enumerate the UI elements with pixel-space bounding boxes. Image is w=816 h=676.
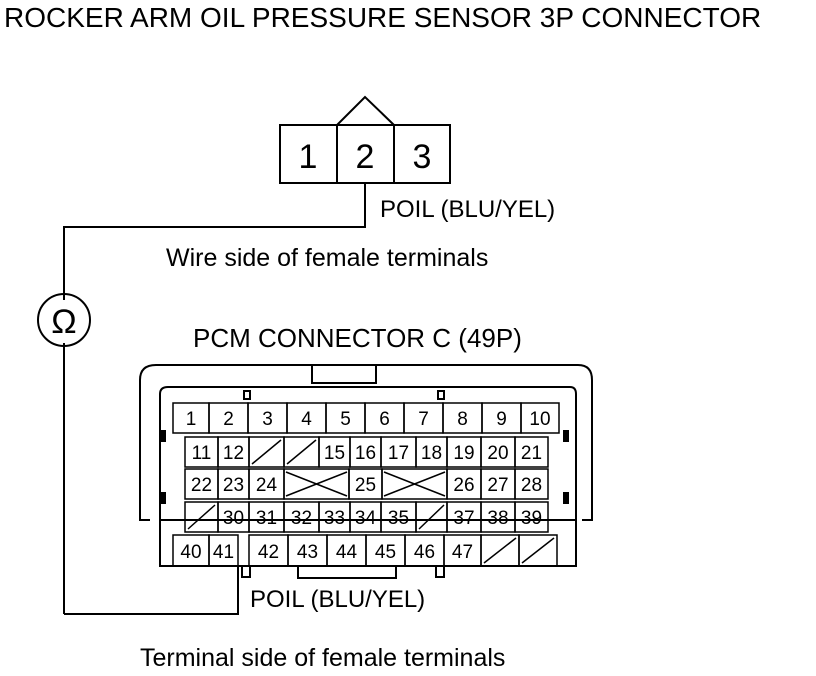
pcm-pin-9: 9 [496,409,507,430]
pcm-cavity [520,402,560,434]
pcm-pin-35: 35 [388,508,409,529]
pcm-pin-37: 37 [453,508,474,529]
pcm-connector-title: PCM CONNECTOR C (49P) [193,323,522,353]
pcm-pin-1: 1 [186,409,197,430]
pcm-pin-45: 45 [375,542,396,563]
pcm-pin-42: 42 [258,542,279,563]
pcm-pin-32: 32 [291,508,312,529]
pcm-pin-39: 39 [521,508,542,529]
pcm-pin-17: 17 [388,443,409,464]
pcm-pin-11: 11 [192,443,212,464]
blank-cavity-mark [285,471,348,497]
pcm-cavity [208,534,239,567]
pcm-pin-20: 20 [487,443,508,464]
pcm-pin-6: 6 [379,409,390,430]
pcm-pin-46: 46 [414,542,435,563]
pcm-pin-24: 24 [256,475,278,496]
sensor-pin-1: 1 [299,138,318,176]
pcm-cavity [514,468,549,500]
pcm-pin-28: 28 [521,475,542,496]
pcm-pin-5: 5 [340,409,351,430]
pcm-pin-7: 7 [418,409,429,430]
unused-cavity-mark [418,504,445,530]
pcm-pin-40: 40 [180,542,201,563]
ohm-symbol: Ω [51,303,76,341]
diagram-title: ROCKER ARM OIL PRESSURE SENSOR 3P CONNEC… [4,2,762,33]
pcm-pin-47: 47 [452,542,473,563]
pcm-pin-44: 44 [336,542,358,563]
pcm-pin-34: 34 [355,508,377,529]
pcm-pin-16: 16 [355,443,376,464]
pcm-pin-3: 3 [262,409,273,430]
pcm-pin-26: 26 [453,475,474,496]
pcm-pin-18: 18 [421,443,442,464]
unused-cavity-mark [521,537,555,564]
pcm-pin-25: 25 [355,475,376,496]
wire-side-caption: Wire side of female terminals [166,244,489,272]
pcm-cavity [514,436,549,468]
pcm-pin-21: 21 [521,443,542,464]
pcm-pin-41: 41 [213,542,234,563]
pcm-pin-38: 38 [487,508,508,529]
pcm-pin-33: 33 [324,508,345,529]
pcm-pin-8: 8 [457,409,468,430]
wire-label-bottom: POIL (BLU/YEL) [250,586,426,613]
wire-label-top: POIL (BLU/YEL) [380,196,556,223]
sensor-pin-3: 3 [413,138,432,176]
unused-cavity-mark [251,439,282,465]
pcm-pin-2: 2 [223,409,234,430]
sensor-connector-key [336,95,395,126]
pcm-cavity [514,501,549,533]
unused-cavity-mark [286,439,317,465]
pcm-pin-31: 31 [256,508,277,529]
pcm-pin-22: 22 [191,475,212,496]
pcm-pin-43: 43 [297,542,318,563]
pcm-pin-30: 30 [223,508,244,529]
pcm-pin-10: 10 [529,409,550,430]
sensor-pin-2: 2 [356,138,375,176]
blank-cavity-mark [383,471,446,497]
test-lead-wire [63,183,366,300]
pcm-pin-27: 27 [487,475,508,496]
unused-cavity-mark [187,504,216,530]
pcm-pin-19: 19 [453,443,474,464]
pcm-pin-12: 12 [223,443,244,464]
pcm-pin-23: 23 [223,475,244,496]
terminal-side-caption: Terminal side of female terminals [140,644,506,672]
pcm-pin-15: 15 [324,443,345,464]
ohmmeter-symbol [37,293,91,347]
unused-cavity-mark [483,537,517,564]
pcm-pin-4: 4 [301,409,312,430]
pcm-cavity [518,534,558,567]
